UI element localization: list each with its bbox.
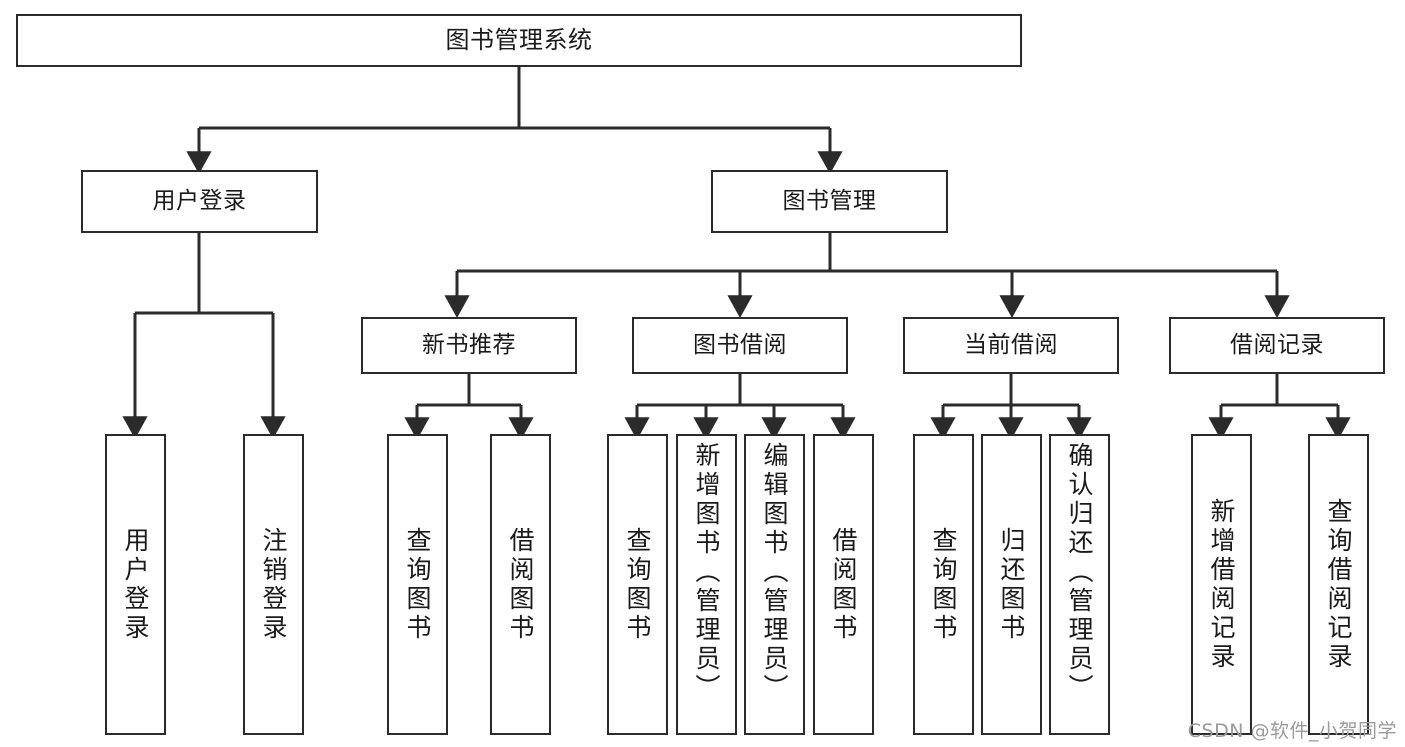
node-label: 查询图书 bbox=[623, 526, 652, 643]
node-label: 用户登录 bbox=[121, 526, 150, 643]
node-leaf-user-logout[interactable]: 注销登录 bbox=[243, 434, 304, 735]
edge-current-borrow-to-leaves bbox=[930, 374, 1092, 441]
node-new-book-recommendation[interactable]: 新书推荐 bbox=[361, 317, 577, 374]
node-label: 图书管理 bbox=[782, 187, 877, 214]
node-book-management[interactable]: 图书管理 bbox=[711, 170, 948, 233]
node-leaf-confirm-return[interactable]: 确认归还（管理员） bbox=[1049, 434, 1110, 735]
node-root-system[interactable]: 图书管理系统 bbox=[16, 14, 1022, 67]
node-label: 查询借阅记录 bbox=[1324, 497, 1353, 672]
node-label: 借阅记录 bbox=[1230, 331, 1324, 358]
edge-root-to-level1 bbox=[186, 67, 843, 175]
node-label: 确认归还（管理员） bbox=[1065, 442, 1094, 703]
node-book-borrow[interactable]: 图书借阅 bbox=[632, 317, 848, 374]
node-leaf-query-book-2[interactable]: 查询图书 bbox=[607, 434, 668, 735]
node-label: 编辑图书（管理员） bbox=[760, 442, 789, 703]
node-label: 借阅图书 bbox=[506, 526, 535, 643]
node-label: 用户登录 bbox=[152, 187, 247, 214]
edge-book-borrow-to-leaves bbox=[624, 374, 856, 441]
node-label: 新书推荐 bbox=[422, 331, 516, 358]
node-label: 归还图书 bbox=[997, 526, 1026, 643]
node-label: 图书管理系统 bbox=[445, 26, 593, 55]
node-label: 当前借阅 bbox=[964, 331, 1058, 358]
node-label: 新增借阅记录 bbox=[1207, 497, 1236, 672]
node-label: 查询图书 bbox=[929, 526, 958, 643]
node-leaf-query-book-3[interactable]: 查询图书 bbox=[913, 434, 974, 735]
node-leaf-borrow-book-1[interactable]: 借阅图书 bbox=[490, 434, 551, 735]
edge-borrow-record-to-leaves bbox=[1208, 374, 1351, 441]
node-leaf-add-book[interactable]: 新增图书（管理员） bbox=[676, 434, 737, 735]
node-label: 借阅图书 bbox=[829, 526, 858, 643]
node-leaf-borrow-book-2[interactable]: 借阅图书 bbox=[813, 434, 874, 735]
node-leaf-edit-book[interactable]: 编辑图书（管理员） bbox=[744, 434, 805, 735]
node-current-borrow[interactable]: 当前借阅 bbox=[903, 317, 1119, 374]
node-label: 新增图书（管理员） bbox=[692, 442, 721, 703]
node-leaf-add-borrow-record[interactable]: 新增借阅记录 bbox=[1191, 434, 1252, 735]
node-label: 图书借阅 bbox=[693, 331, 787, 358]
edge-user-login-to-leaves bbox=[122, 233, 286, 440]
node-borrow-record[interactable]: 借阅记录 bbox=[1169, 317, 1385, 374]
node-leaf-query-borrow-record[interactable]: 查询借阅记录 bbox=[1308, 434, 1369, 735]
node-user-login[interactable]: 用户登录 bbox=[81, 170, 318, 233]
edge-new-book-rec-to-leaves bbox=[404, 374, 534, 441]
node-leaf-return-book[interactable]: 归还图书 bbox=[981, 434, 1042, 735]
node-leaf-user-login[interactable]: 用户登录 bbox=[105, 434, 166, 735]
watermark-text: CSDN @软件_小贺同学 bbox=[1187, 720, 1397, 742]
node-leaf-query-book-1[interactable]: 查询图书 bbox=[387, 434, 448, 735]
node-label: 注销登录 bbox=[259, 526, 288, 643]
edge-book-mgmt-to-level2 bbox=[444, 233, 1290, 319]
node-label: 查询图书 bbox=[403, 526, 432, 643]
